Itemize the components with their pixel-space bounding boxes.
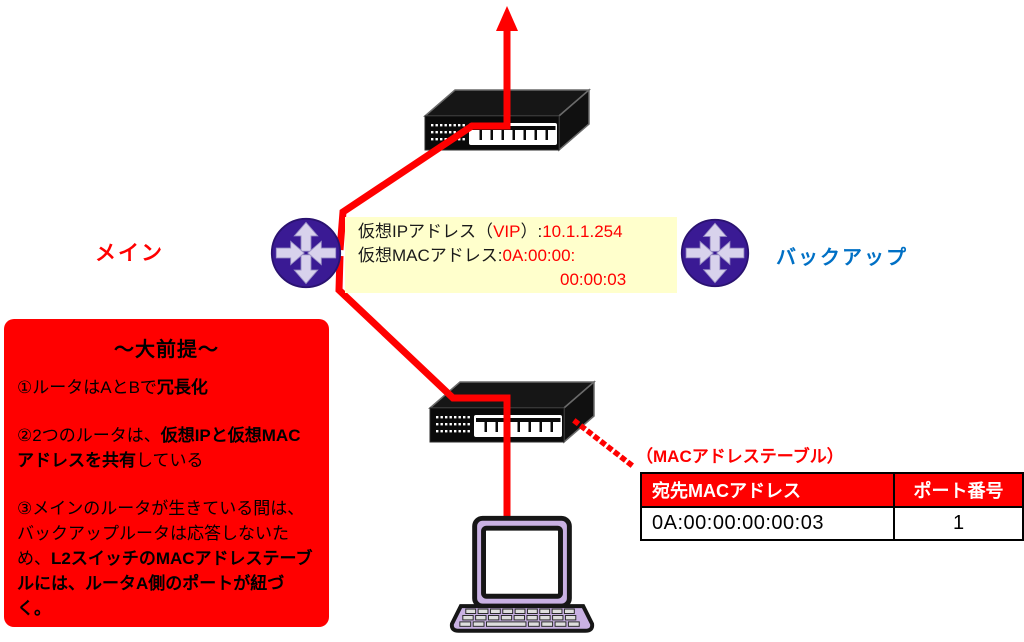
vip-line2: 仮想MACアドレス:0A:00:00: [358,244,677,268]
uplink-arrow-icon [496,6,518,31]
switch-bottom-icon [429,381,595,443]
premise-note-box: ～大前提～ ①ルータはAとBで冗長化 ②2つのルータは、仮想IPと仮想MACアド… [4,319,329,627]
router-main-icon [270,217,342,289]
vip-line1-separator: ）: [520,222,543,241]
vip-line1: 仮想IPアドレス（VIP）:10.1.1.254 [358,220,677,244]
vip-line1-label: 仮想IPアドレス（ [358,222,494,241]
downlink-line-main-to-bottom-switch [335,255,511,519]
note-title: ～大前提～ [114,339,219,361]
vmac-label: 仮想MACアドレス: [358,246,503,265]
mac-table-row: 0A:00:00:00:00:03 1 [640,506,1024,541]
backup-router-label: バックアップ [776,247,908,269]
main-router-label: メイン [95,242,164,265]
note-paragraph-1: ①ルータはAとBで冗長化 [17,378,208,397]
vip-line3: 00:00:03 [358,268,677,292]
mac-table-cell-port: 1 [893,506,1024,541]
mac-table-cell-address: 0A:00:00:00:00:03 [640,506,895,541]
vip-address: 10.1.1.254 [542,222,623,241]
mac-table-header-row: 宛先MACアドレス ポート番号 [640,472,1024,508]
laptop-icon [449,515,597,639]
vmac-part1: 0A:00:00: [502,246,576,265]
router-backup-icon [680,218,750,288]
vip-info-box: 仮想IPアドレス（VIP）:10.1.1.254 仮想MACアドレス:0A:00… [345,217,677,293]
switch-top-icon [424,89,590,151]
note-paragraph-2: ②2つのルータは、仮想IPと仮想MACアドレスを共有している [17,426,301,470]
vip-acronym: VIP [493,222,521,241]
mac-table-header-port: ポート番号 [893,472,1024,508]
vmac-part2: 00:00:03 [560,270,627,289]
mac-table-header-address: 宛先MACアドレス [640,472,895,508]
dotted-line-to-mac-table [572,418,638,471]
note-paragraph-3: ③メインのルータが生きている間は、バックアップルータは応答しないため、L2スイッ… [17,499,313,618]
mac-address-table: 宛先MACアドレス ポート番号 0A:00:00:00:00:03 1 [640,472,1024,541]
mac-table-caption: （MACアドレステーブル） [636,447,844,466]
